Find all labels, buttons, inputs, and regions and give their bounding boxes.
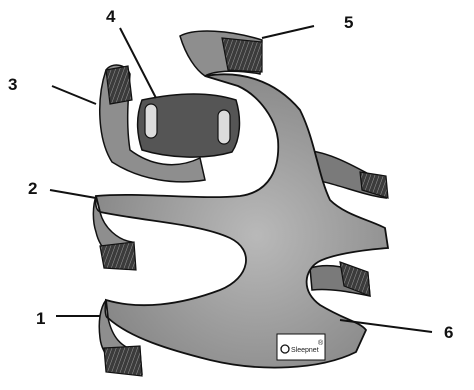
- top-strap: [180, 31, 262, 76]
- callout-number-6: 6: [444, 323, 453, 342]
- callout-leader-3: [52, 86, 96, 104]
- callout-number-3: 3: [8, 75, 17, 94]
- callout-number-5: 5: [344, 13, 353, 32]
- label-mark: ®: [318, 339, 324, 347]
- buckle: [138, 94, 240, 157]
- sleepnet-label: Sleepnet ®: [277, 334, 325, 360]
- callout-number-4: 4: [106, 7, 116, 26]
- callout-leader-2: [50, 190, 96, 198]
- callout-number-2: 2: [28, 179, 37, 198]
- callout-leader-5: [262, 26, 314, 38]
- back-strap-lower: [310, 262, 370, 296]
- label-brand: Sleepnet: [291, 347, 319, 354]
- callout-number-1: 1: [36, 309, 45, 328]
